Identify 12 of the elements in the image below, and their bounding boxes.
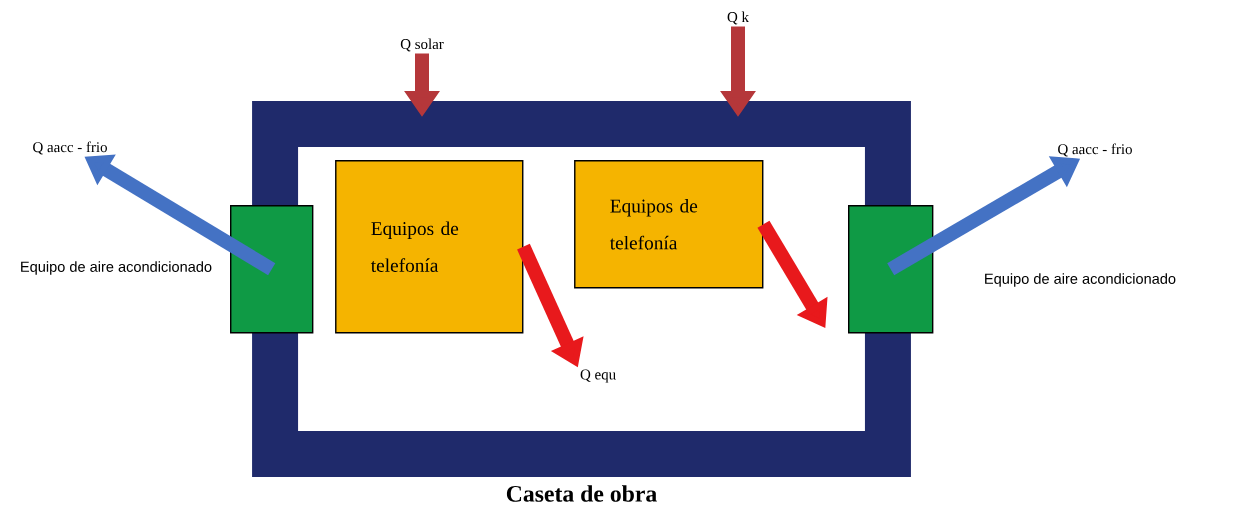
node-label: Caseta de obra [506,485,657,502]
heat-label: Q solar [400,38,444,52]
air-conditioner-box [230,205,314,334]
heat-label: Q k [727,11,749,25]
equipment-box: Equipos de telefonía [335,160,524,334]
unit-caption: Equipo de aire acondicionado [985,273,1176,287]
heat-label: Q aacc - frio [1058,143,1132,157]
equipment-box: Equipos de telefonía [574,160,764,289]
unit-caption: Equipo de aire acondicionado [21,261,212,275]
air-conditioner-box [848,205,934,334]
heat-label: Q aacc - frio [33,141,107,155]
heat-label: Q equ [580,369,616,383]
